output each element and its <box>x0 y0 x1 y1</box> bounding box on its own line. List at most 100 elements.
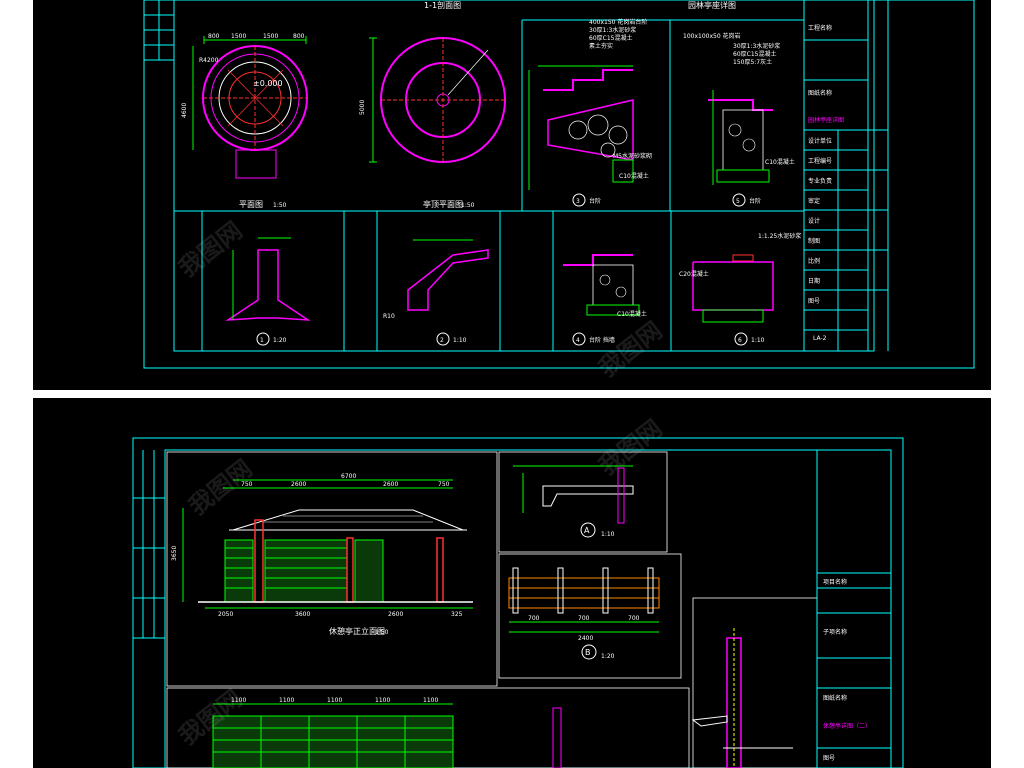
tb-top-7: 设计 <box>808 217 820 225</box>
detail-header: 园林亭座详图 <box>688 0 736 10</box>
plan-dim-b3: 1100 <box>327 697 342 704</box>
c10-label-b: C10混凝土 <box>765 158 795 166</box>
tb-top-9: 比例 <box>808 257 820 265</box>
detail-1: 1 1:20 <box>225 237 311 346</box>
detail-6-scale: 1:10 <box>751 337 765 344</box>
detail-6-label: 6 <box>738 337 742 344</box>
bottom-outer-frame <box>132 437 904 768</box>
bottom-binding-strip <box>133 450 165 639</box>
detail-1-label: 1 <box>260 337 264 344</box>
detail-b-scale: 1:20 <box>601 653 615 660</box>
notes-3-d: 素土夯实 <box>589 42 613 50</box>
notes-5-a: 100x100x50 花岗岩 <box>683 32 741 40</box>
plan-dim-side: 4600 <box>181 103 188 118</box>
plan-label: 平面图 <box>239 200 263 209</box>
column-detail <box>691 628 793 768</box>
detail-6: C20混凝土 1:1.25水泥砂浆 6 1:10 <box>679 232 801 346</box>
tb-bottom-3: 休憩亭详图（二） <box>823 722 871 730</box>
b-dim-1: 700 <box>528 615 540 622</box>
plan-dim-4: 800 <box>293 33 305 40</box>
detail-2-label: 2 <box>440 337 444 344</box>
detail-4-label: 4 <box>576 337 580 344</box>
notes-3-b: 30厚1:3水泥砂浆 <box>589 26 636 34</box>
detail-4: C10混凝土 4 台阶 挡墙 <box>563 254 647 346</box>
c20-label: C20混凝土 <box>679 270 709 278</box>
section-header-1: 1-1剖面图 <box>424 0 461 10</box>
elevation-mark: ±0.000 <box>253 79 283 88</box>
notes-5-d: 150厚5:7灰土 <box>733 58 772 66</box>
bottom-inner-frame <box>164 449 892 768</box>
outer-frame <box>143 0 975 369</box>
detail-2: R10 2 1:10 <box>383 239 489 346</box>
tb-top-5: 专业负责 <box>808 177 832 185</box>
elev-height: 3650 <box>171 546 178 561</box>
plan-dim-1: 800 <box>208 33 220 40</box>
elev-dim-bot-3: 2600 <box>388 611 403 618</box>
detail-a-scale: 1:10 <box>601 531 615 538</box>
detail-b-label: B <box>585 648 591 657</box>
b-dim-2: 700 <box>578 615 590 622</box>
tb-top-sheet-no: LA-2 <box>813 335 827 342</box>
ratio-label: 1:1.25水泥砂浆 <box>758 232 801 240</box>
notes-3-a: 400x150 花岗岩台阶 <box>589 18 647 26</box>
left-binding-strip <box>143 0 174 368</box>
tb-bottom-1: 子项名称 <box>823 628 847 636</box>
plan-scale: 1:50 <box>273 202 287 209</box>
elev-dim-top-2: 2600 <box>291 481 306 488</box>
plan-dim-b5: 1100 <box>423 697 438 704</box>
detail-2-scale: 1:10 <box>453 337 467 344</box>
c10-label-a: C10混凝土 <box>619 172 649 180</box>
detail-a: A 1:10 <box>513 465 634 538</box>
tb-top-1: 图纸名称 <box>808 89 832 97</box>
top-drawing-sheet: 800 1500 1500 800 4600 ±0.000 R4200 平面图 … <box>33 0 991 390</box>
bottom-drawing-sheet: 6700 750 2600 2600 750 2050 3600 2600 32… <box>33 398 991 768</box>
detail-5-name: 台阶 <box>749 197 761 205</box>
top-plan-view: 5000 1-1剖面图 亭顶平面图 1:50 <box>359 0 506 209</box>
notes-3-c: 60厚C15混凝土 <box>589 34 632 42</box>
top-plan-scale: 1:50 <box>461 202 475 209</box>
tb-bottom-4: 图号 <box>823 755 835 762</box>
elev-dim-bot-4: 325 <box>451 611 463 618</box>
detail-5-label: 5 <box>736 198 740 205</box>
detail-4-name: 台阶 挡墙 <box>589 336 615 344</box>
top-plan-label: 亭顶平面图 <box>423 199 463 209</box>
title-block-bottom: 项目名称 子项名称 图纸名称 休憩亭详图（二） 图号 <box>817 572 891 762</box>
elevation-scale: 1:50 <box>375 629 389 636</box>
plan-dim-b2: 1100 <box>279 697 294 704</box>
top-cad-canvas: 800 1500 1500 800 4600 ±0.000 R4200 平面图 … <box>143 0 975 369</box>
radius-label: R4200 <box>199 57 219 64</box>
elevation-label: 休憩亭正立面图 <box>329 626 385 636</box>
detail-b: 700 700 700 2400 B 1:20 <box>508 567 660 660</box>
b-dim-3: 700 <box>628 615 640 622</box>
plan-dim-b4: 1100 <box>375 697 390 704</box>
pavilion-elevation: 6700 750 2600 2600 750 2050 3600 2600 32… <box>171 473 473 636</box>
tb-top-3: 设计单位 <box>808 137 832 145</box>
tb-top-10: 日期 <box>808 277 820 285</box>
elev-dim-top-1: 750 <box>241 481 253 488</box>
r10-label: R10 <box>383 313 395 320</box>
detail-1-scale: 1:20 <box>273 337 287 344</box>
plan-view: 800 1500 1500 800 4600 ±0.000 R4200 平面图 … <box>181 33 308 209</box>
detail-3-label: 3 <box>576 198 580 205</box>
tb-top-6: 审定 <box>808 197 820 205</box>
tb-top-8: 制图 <box>808 237 820 245</box>
inner-frame <box>173 0 875 352</box>
notes-5-c: 60厚C15混凝土 <box>733 50 776 58</box>
tb-top-2: 园林亭座详图 <box>808 116 844 124</box>
plan-dim-b1: 1100 <box>231 697 246 704</box>
c10-label-c: C10混凝土 <box>617 310 647 318</box>
elev-dim-total: 6700 <box>341 473 356 480</box>
b-dim-total: 2400 <box>578 635 593 642</box>
elev-dim-bot-1: 2050 <box>218 611 233 618</box>
top-plan-dim-side: 5000 <box>359 100 366 115</box>
tb-bottom-2: 图纸名称 <box>823 694 847 702</box>
tb-top-11: 图号 <box>808 298 820 305</box>
title-block-top: 工程名称 图纸名称 园林亭座详图 设计单位 工程编号 专业负责 审定 设计 制图… <box>804 0 889 351</box>
plan-dim-3: 1500 <box>263 33 278 40</box>
bottom-plan: 1100 1100 1100 1100 1100 <box>212 697 562 768</box>
elev-dim-bot-2: 3600 <box>295 611 310 618</box>
m5-label: M5水泥砂浆砌 <box>613 152 652 160</box>
detail-3-name: 台阶 <box>589 197 601 205</box>
detail-a-label: A <box>584 526 590 535</box>
tb-top-0: 工程名称 <box>808 24 832 32</box>
